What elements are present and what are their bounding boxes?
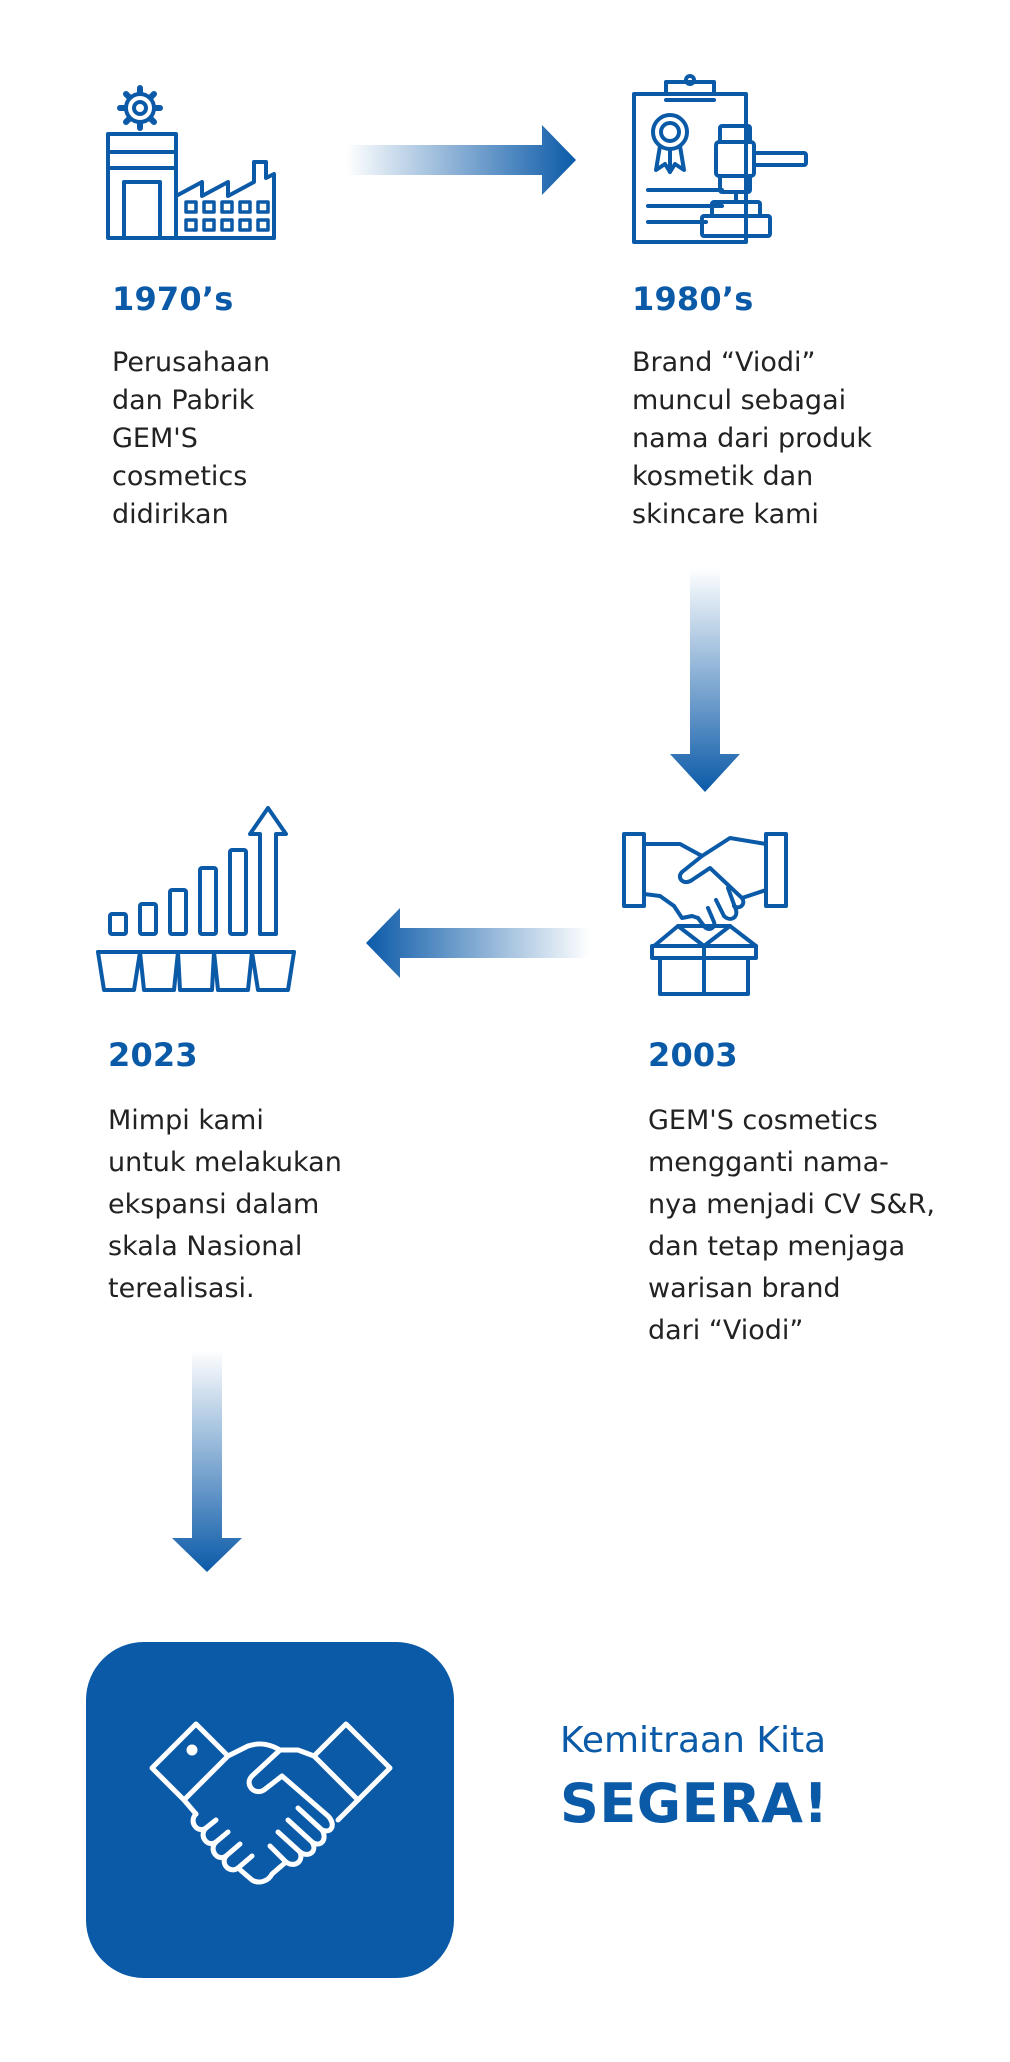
certificate-gavel-icon [630,74,810,246]
milestone-description: Perusahaan dan Pabrik GEM'S cosmetics di… [112,347,271,530]
milestone-year: 2003 [648,1036,738,1074]
cta-title: SEGERA! [560,1772,829,1835]
milestone-description: GEM'S cosmetics mengganti nama- nya menj… [648,1105,935,1346]
milestone-description: Brand “Viodi” muncul sebagai nama dari p… [632,347,873,530]
timeline-arrow-down [670,568,740,792]
growth-chart-icon [96,804,296,998]
timeline-arrow-down [172,1350,242,1572]
timeline-arrow-right [346,125,576,195]
milestone-year: 1980’s [632,280,754,318]
handshake-box-icon [620,828,790,998]
milestone-description: Mimpi kami untuk melakukan ekspansi dala… [108,1105,342,1304]
timeline-arrow-left [366,908,590,978]
handshake-icon [148,1704,394,1916]
milestone-year: 2023 [108,1036,198,1074]
milestone-year: 1970’s [112,280,234,318]
partnership-badge[interactable] [86,1642,454,1978]
factory-icon [104,78,280,242]
cta-subtitle: Kemitraan Kita [560,1720,827,1761]
